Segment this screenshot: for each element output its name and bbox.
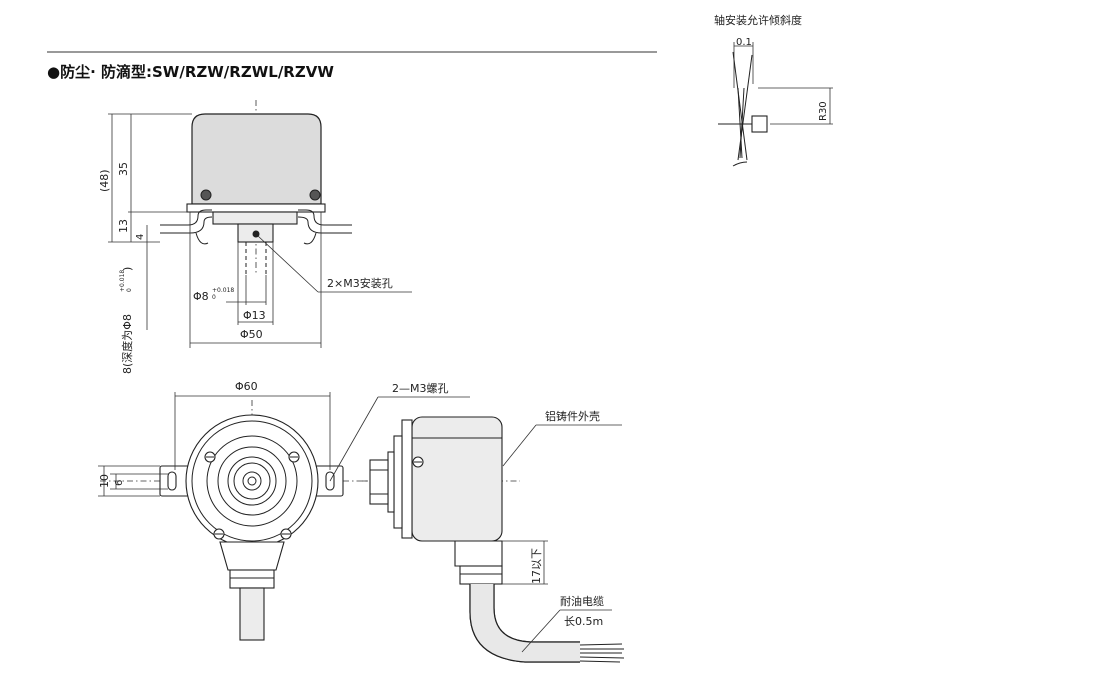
pitch-dia-label: Φ60 xyxy=(235,380,258,393)
shaft-tol-lower: 0 xyxy=(212,294,216,301)
cap-screw-right xyxy=(309,189,321,201)
cable-dim: 17以下 xyxy=(530,548,543,584)
flange-dia-label: Φ50 xyxy=(240,328,263,341)
shaft-tol-upper: +0.018 xyxy=(212,287,234,294)
dim-48: (48) xyxy=(98,169,111,192)
cable-wires xyxy=(579,643,625,663)
right-view: 17以下 铝铸件外壳 耐油电缆 长0.5m xyxy=(362,409,625,663)
dim-6: 6 xyxy=(114,480,125,486)
front-screw-br xyxy=(280,528,292,540)
encoder-cap xyxy=(191,113,322,205)
front-screw-tl xyxy=(204,451,216,463)
depth-note: 8(深度为Φ8 xyxy=(120,314,134,374)
side-view: (48) 35 13 4 8(深度为Φ8 +0.018 0 ) Φ8 +0.01… xyxy=(98,100,412,374)
dim-35: 35 xyxy=(117,162,130,176)
front-screw-bl xyxy=(213,528,225,540)
cable-callout-line2: 长0.5m xyxy=(564,615,603,628)
inset-tilt-diagram: 0.1 R30 xyxy=(718,37,833,167)
mount-hole-mark xyxy=(252,230,260,238)
mount-hole-callout: 2×M3安装孔 xyxy=(327,276,393,290)
front-housing xyxy=(185,414,319,548)
inset-title: 轴安装允许倾斜度 xyxy=(714,13,802,27)
depth-close: ) xyxy=(121,267,134,271)
housing-callout: 铝铸件外壳 xyxy=(545,409,600,423)
right-housing xyxy=(411,416,503,542)
front-cable xyxy=(239,587,265,641)
right-spigot xyxy=(369,459,389,505)
dim-13: 13 xyxy=(117,219,130,233)
shaft-dia-label: Φ8 xyxy=(193,290,209,303)
cap-screw-left xyxy=(200,189,212,201)
inset-radius-label: R30 xyxy=(818,101,829,121)
spigot-dia-label: Φ13 xyxy=(243,309,266,322)
cable-outlet xyxy=(454,540,503,567)
page-title: ●防尘· 防滴型:SW/RZW/RZWL/RZVW xyxy=(47,63,334,81)
dim-10: 10 xyxy=(98,474,111,488)
screw-callout: 2—M3螺孔 xyxy=(392,382,449,395)
depth-tol-lower: 0 xyxy=(126,288,133,292)
dim-4: 4 xyxy=(135,234,146,240)
front-screw-tr xyxy=(288,451,300,463)
depth-tol-upper: +0.018 xyxy=(119,270,126,292)
cable-callout-line1: 耐油电缆 xyxy=(560,594,604,608)
inset-offset-label: 0.1 xyxy=(736,37,752,48)
front-view: Φ60 10 6 2—M3螺孔 xyxy=(98,380,470,641)
